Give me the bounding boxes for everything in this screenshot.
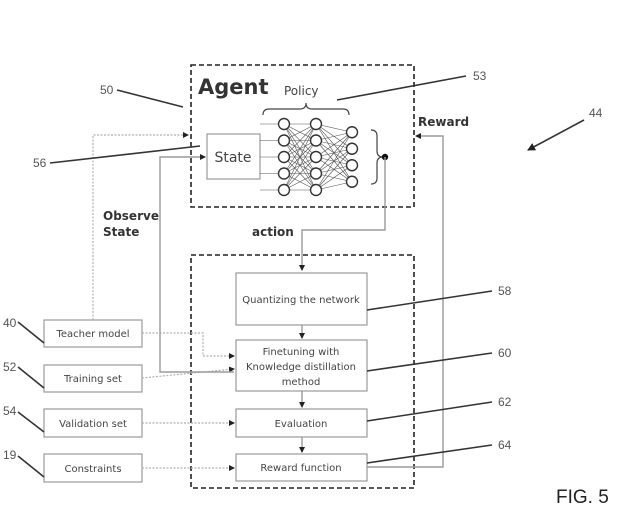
ref-53: 53 [473, 69, 487, 83]
input-training-set-box [43, 364, 143, 393]
network-node [277, 150, 291, 164]
step-reward-label: Reward function [260, 463, 341, 474]
network-edge [315, 132, 353, 191]
network-edge [283, 156, 317, 191]
observe-label-line1: Observe [103, 209, 159, 223]
step-quantizing-label: Quantizing the network [242, 295, 360, 306]
step-finetuning-line2: Knowledge distillation [246, 362, 356, 373]
action-label: action [252, 225, 294, 239]
network-node [309, 150, 323, 164]
network-node [345, 126, 359, 139]
leader-44-arrow [527, 119, 585, 151]
step-evaluation-label: Evaluation [275, 419, 328, 430]
leader-60 [366, 352, 493, 372]
network-node [345, 142, 359, 155]
step-finetuning-line3: method [282, 377, 321, 388]
leader-52 [17, 366, 45, 389]
network-node [277, 183, 291, 197]
ref-54: 54 [3, 404, 17, 418]
network-node [309, 134, 323, 147]
leader-40 [17, 321, 45, 344]
network-edge [315, 165, 353, 191]
ref-52: 52 [3, 360, 17, 374]
network-edge [283, 123, 317, 158]
network-edge [283, 140, 317, 191]
state-box [206, 133, 261, 180]
network-node [277, 167, 291, 180]
output-brace [370, 129, 384, 185]
policy-label: Policy [284, 84, 319, 98]
ref-60: 60 [498, 346, 512, 360]
ref-50: 50 [100, 83, 114, 97]
ref-44: 44 [589, 106, 603, 120]
leader-56 [49, 145, 201, 164]
network-node [277, 134, 291, 147]
training-to-finetune-arrow [141, 366, 235, 379]
network-node [345, 159, 359, 172]
network-edge [315, 132, 353, 174]
agent-title: Agent [198, 75, 269, 99]
ref-58: 58 [498, 284, 512, 298]
input-constraints-label: Constraints [64, 464, 121, 475]
network-edge [315, 148, 353, 191]
leader-54 [17, 411, 45, 433]
input-validation-set-label: Validation set [59, 419, 127, 430]
step-finetuning-box [235, 339, 368, 392]
network-node [345, 175, 359, 188]
ref-62: 62 [498, 395, 512, 409]
input-training-set-label: Training set [63, 374, 122, 385]
observe-label-line2: State [103, 225, 139, 239]
input-validation-set-box [43, 408, 143, 438]
policy-network [260, 117, 359, 197]
action-arrow [299, 157, 386, 271]
leader-58 [366, 290, 493, 311]
leader-64 [366, 444, 493, 464]
network-edge [283, 123, 317, 174]
figure-label: FIG. 5 [556, 487, 609, 508]
leader-19 [17, 455, 45, 478]
reward-feedback-arrow [367, 133, 444, 468]
network-edge [283, 123, 317, 191]
network-node [309, 183, 323, 197]
input-constraints-box [43, 453, 143, 483]
input-teacher-model-box [43, 319, 143, 348]
step-quantizing-box [235, 272, 368, 326]
network-node [309, 167, 323, 180]
ref-64: 64 [498, 438, 512, 452]
reward-label: Reward [418, 115, 469, 129]
teacher-to-finetune-arrow [142, 332, 235, 359]
leader-62 [366, 401, 493, 422]
leader-50 [116, 89, 184, 108]
ref-19: 19 [3, 448, 17, 462]
network-edge [315, 132, 353, 158]
agent-boundary [190, 64, 415, 208]
network-node [309, 117, 323, 131]
policy-brace [262, 102, 350, 116]
network-node [277, 117, 291, 131]
step-reward-box [235, 453, 368, 482]
observe-state-arrow [159, 154, 234, 373]
ref-40: 40 [3, 316, 17, 330]
step-finetuning-line1: Finetuning with [263, 347, 340, 358]
input-teacher-model-label: Teacher model [55, 329, 129, 340]
state-label: State [214, 150, 251, 166]
leader-53 [336, 75, 467, 101]
ref-56: 56 [33, 156, 47, 170]
